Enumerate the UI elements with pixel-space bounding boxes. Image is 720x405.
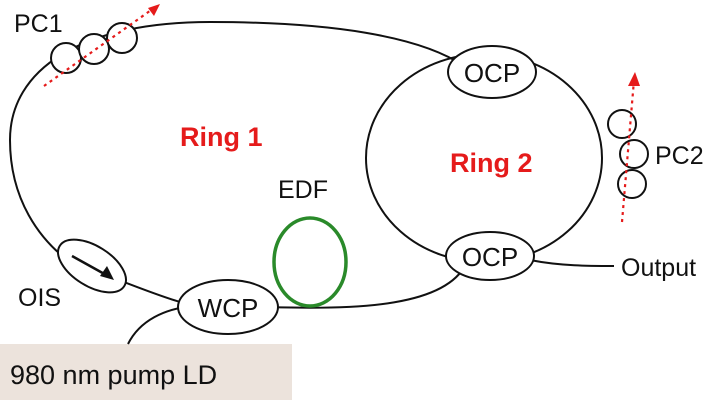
pc2-arrow-icon: [628, 72, 640, 86]
output-fiber: [529, 259, 615, 267]
pc1-arrow-icon: [148, 4, 160, 16]
ring1-label: Ring 1: [180, 122, 263, 152]
pump-ld-label: 980 nm pump LD: [10, 360, 217, 390]
ois-label: OIS: [18, 284, 61, 312]
wcp-label: WCP: [198, 293, 259, 323]
pc1-label: PC1: [14, 10, 63, 38]
pc1-controller: [43, 4, 160, 87]
ocp-bottom-coupler: OCP: [445, 231, 535, 281]
pc2-controller: [607, 72, 649, 223]
edf-label: EDF: [278, 176, 328, 204]
isolator-arrowhead-icon: [100, 266, 114, 280]
ois-isolator: [57, 238, 127, 294]
isolator-arrow-icon: [71, 254, 109, 278]
ocp-top-coupler: OCP: [447, 45, 537, 99]
edf-coil: [272, 216, 348, 308]
ocp-top-label: OCP: [464, 58, 520, 88]
ocp-bottom-label: OCP: [462, 242, 518, 272]
ring2-label: Ring 2: [450, 148, 533, 178]
wcp-coupler: WCP: [177, 279, 279, 335]
pc2-axis-line: [620, 79, 636, 223]
output-label: Output: [621, 254, 696, 282]
pc1-axis-line: [43, 7, 155, 87]
pump-ld-box: [0, 344, 292, 400]
pc2-label: PC2: [655, 142, 704, 170]
